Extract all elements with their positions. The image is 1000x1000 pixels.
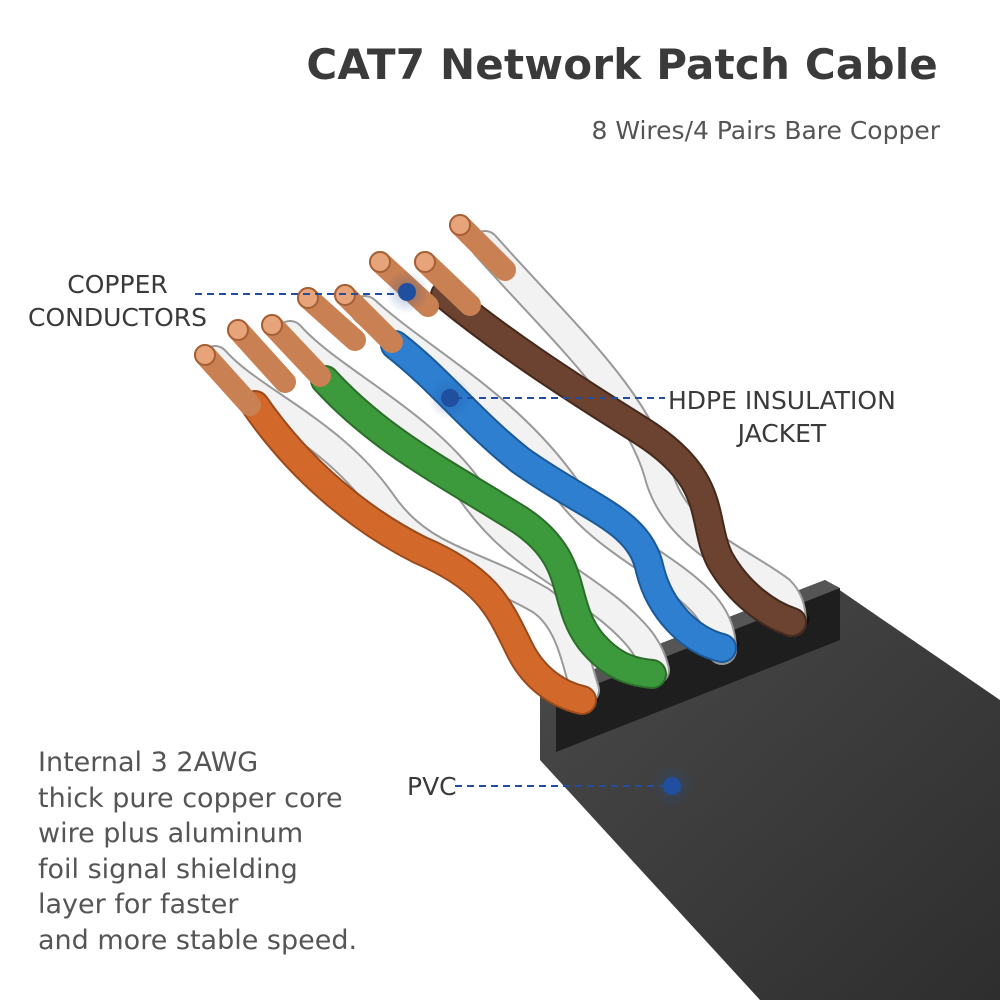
green-wire	[310, 365, 667, 689]
description-line: Internal 3 2AWG	[38, 747, 259, 778]
copper-label-line-2: CONDUCTORS	[28, 303, 208, 332]
page-subtitle: 8 Wires/4 Pairs Bare Copper	[591, 116, 940, 145]
callout-lines	[195, 293, 665, 787]
description-line: thick pure copper core	[38, 782, 343, 814]
hdpe-label-line-2: JACKET	[737, 419, 827, 448]
pvc-label: PVC	[407, 772, 457, 801]
page-title: CAT7 Network Patch Cable	[306, 40, 938, 89]
twisted-wires	[200, 230, 807, 715]
callout-markers	[385, 270, 694, 808]
description-line: wire plus aluminum	[38, 818, 304, 849]
white-wire-2	[275, 320, 670, 685]
brown-wire	[430, 280, 807, 637]
hdpe-label-line-1: HDPE INSULATION	[668, 386, 896, 415]
orange-wire	[240, 390, 597, 715]
copper-conductors-label: COPPER CONDUCTORS	[28, 268, 207, 334]
description-line: foil signal shielding	[38, 853, 298, 885]
description-line: layer for faster	[38, 889, 239, 920]
copper-conductor-ends	[194, 214, 516, 416]
white-wire-4	[470, 230, 807, 637]
hdpe-insulation-label: HDPE INSULATION JACKET	[668, 384, 896, 450]
description-text: Internal 3 2AWG thick pure copper core w…	[38, 745, 357, 958]
description-line: and more stable speed.	[38, 924, 358, 956]
copper-label-line-1: COPPER	[67, 270, 168, 299]
